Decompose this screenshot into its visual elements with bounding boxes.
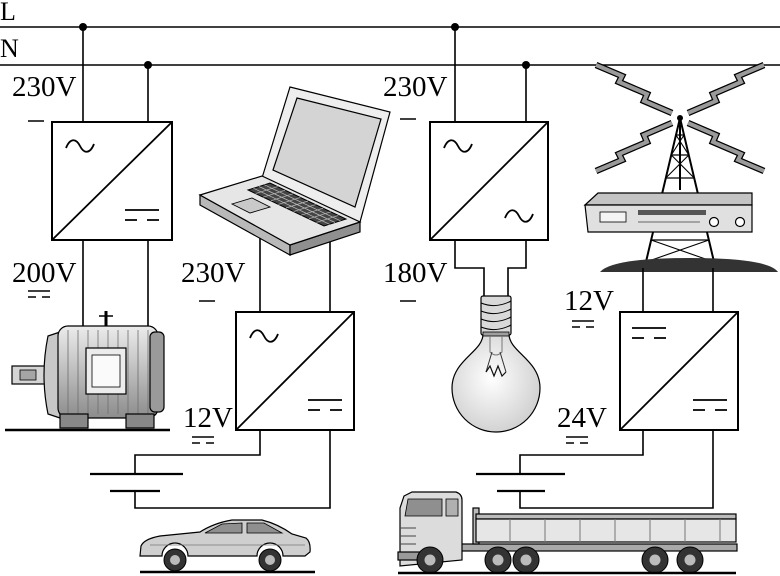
converter-2-input-label: 230V	[181, 257, 246, 289]
dc-mark-icon	[192, 436, 214, 444]
converter-diagonal	[619, 311, 739, 431]
converter-2-output-label: 12V	[183, 402, 233, 434]
electric-motor-icon	[11, 311, 165, 429]
wire	[134, 430, 261, 474]
ac-symbol-icon	[443, 139, 473, 153]
battery-icon	[90, 472, 183, 493]
radio-tower-icon	[594, 62, 778, 272]
converter-1: 230V 200V	[12, 27, 173, 326]
dc-mark-icon	[28, 290, 50, 298]
ac-symbol-icon	[249, 329, 279, 343]
wire	[642, 268, 714, 312]
dc-symbol-icon	[125, 209, 159, 221]
live-rail-label: L	[0, 0, 16, 26]
ac-symbol-icon	[504, 209, 534, 223]
laptop-icon	[198, 86, 391, 257]
converter-4-output-label: 24V	[557, 402, 607, 434]
radio-receiver-icon	[583, 192, 753, 233]
radio-wave-icon	[594, 62, 766, 174]
wire	[134, 430, 331, 509]
car-icon	[139, 519, 311, 572]
wire	[454, 27, 527, 122]
converter-diagonal	[429, 121, 549, 241]
wire	[82, 27, 149, 122]
converter-diagonal	[235, 311, 355, 431]
wire	[259, 238, 331, 312]
converter-diagonal	[51, 121, 173, 241]
truck-icon	[397, 491, 738, 574]
converter-4: 12V 24V	[476, 268, 739, 509]
wire	[454, 240, 485, 297]
ground-mound	[600, 258, 778, 272]
wire	[82, 240, 149, 326]
dc-symbol-icon	[308, 399, 342, 411]
wire	[519, 430, 644, 474]
wire	[507, 240, 527, 297]
converter-3: 230V 180V	[383, 27, 549, 302]
converter-1-input-label: 230V	[12, 71, 77, 103]
converter-3-output-label: 180V	[383, 257, 448, 289]
dc-symbol-icon	[693, 399, 727, 411]
converter-1-output-label: 200V	[12, 257, 77, 289]
converter-2: 230V 12V	[90, 238, 355, 509]
converter-3-input-label: 230V	[383, 71, 448, 103]
dc-mark-icon	[572, 320, 594, 328]
neutral-rail-label: N	[0, 34, 19, 63]
converter-4-input-label: 12V	[564, 285, 614, 317]
battery-icon	[476, 472, 565, 493]
light-bulb-icon	[451, 295, 541, 433]
wire	[519, 430, 714, 509]
dc-mark-icon	[566, 436, 588, 444]
ac-symbol-icon	[65, 139, 95, 153]
dc-symbol-icon	[632, 327, 666, 339]
